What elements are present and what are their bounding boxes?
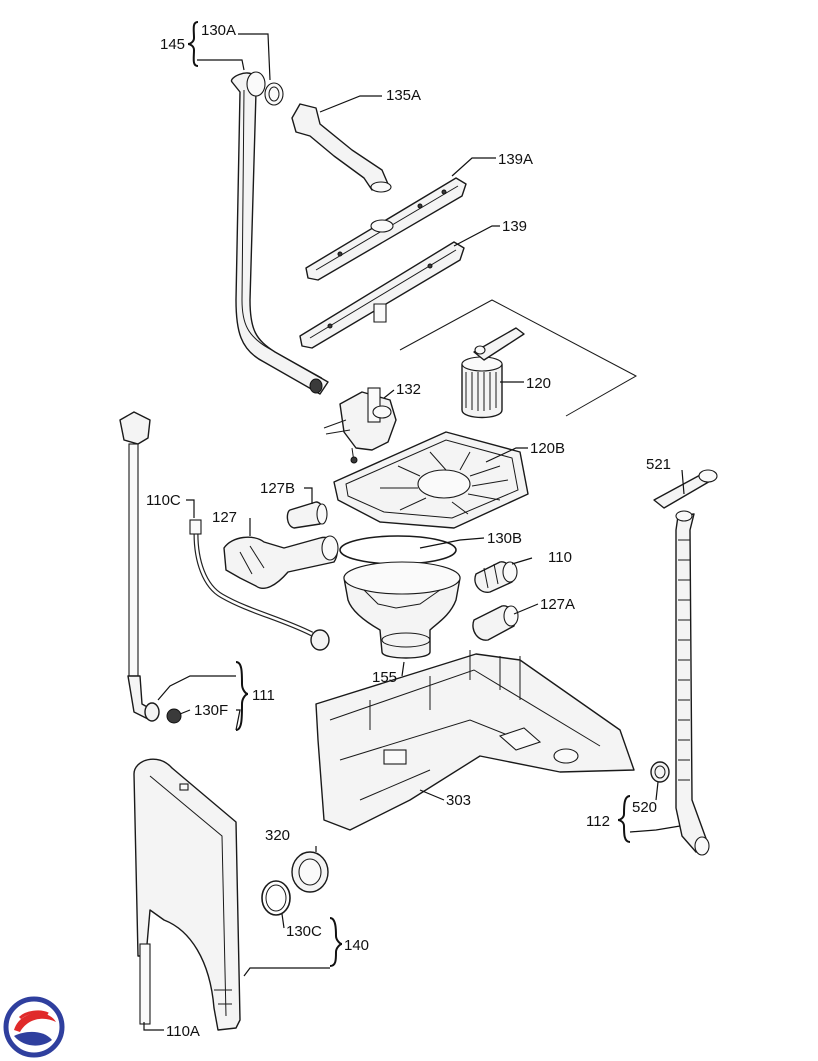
inlet-pipe-111	[119, 411, 182, 724]
valve-132	[323, 387, 397, 464]
gasket-320	[291, 851, 329, 893]
hose-clamp-520	[650, 761, 670, 783]
label-521: 521	[646, 456, 671, 473]
label-120b: 120B	[530, 440, 565, 457]
label-139a: 139A	[498, 151, 533, 168]
label-320: 320	[265, 827, 290, 844]
label-139: 139	[502, 218, 527, 235]
o-ring-130c	[261, 880, 291, 916]
upper-spray-arm-139a	[305, 177, 467, 281]
label-155: 155	[372, 669, 397, 686]
label-110: 110	[548, 549, 572, 566]
circular-swirl-logo	[3, 996, 65, 1058]
label-112: 112	[586, 813, 610, 830]
hose-127a	[472, 605, 519, 641]
hose-110c	[189, 519, 330, 651]
hose-127	[223, 535, 339, 590]
label-110a: 110A	[166, 1023, 200, 1040]
label-140: 140	[344, 937, 369, 954]
o-ring-130a	[264, 82, 284, 106]
side-panel-140	[133, 758, 241, 1031]
label-132: 132	[396, 381, 421, 398]
hose-127b	[286, 501, 328, 529]
label-111: 111	[252, 687, 275, 704]
drain-hose-112	[675, 510, 710, 856]
sump-155	[343, 561, 461, 659]
label-520: 520	[632, 799, 657, 816]
label-120: 120	[526, 375, 551, 392]
label-110c: 110C	[146, 492, 181, 509]
spray-supply-tube	[230, 71, 329, 395]
filter-plate-120b	[333, 431, 529, 529]
upper-supply-pipe-135a	[291, 103, 392, 193]
label-303: 303	[446, 792, 471, 809]
leader-lines	[143, 21, 685, 1031]
hose-clip-521	[653, 469, 718, 509]
label-130c: 130C	[286, 923, 322, 940]
label-127a: 127A	[540, 596, 575, 613]
label-135a: 135A	[386, 87, 421, 104]
label-145: 145	[160, 36, 185, 53]
label-130b: 130B	[487, 530, 522, 547]
tub-base-303	[315, 650, 635, 831]
o-ring-130b	[339, 535, 457, 565]
part-labels: 145 130A 135A 139A 139 120 132 120B 521 …	[146, 22, 671, 1040]
label-130a: 130A	[201, 22, 236, 39]
hose-110	[474, 561, 518, 593]
label-127: 127	[212, 509, 237, 526]
label-127b: 127B	[260, 480, 295, 497]
lower-spray-arm-139	[299, 241, 465, 349]
filter-120	[399, 299, 638, 419]
label-130f: 130F	[194, 702, 228, 719]
